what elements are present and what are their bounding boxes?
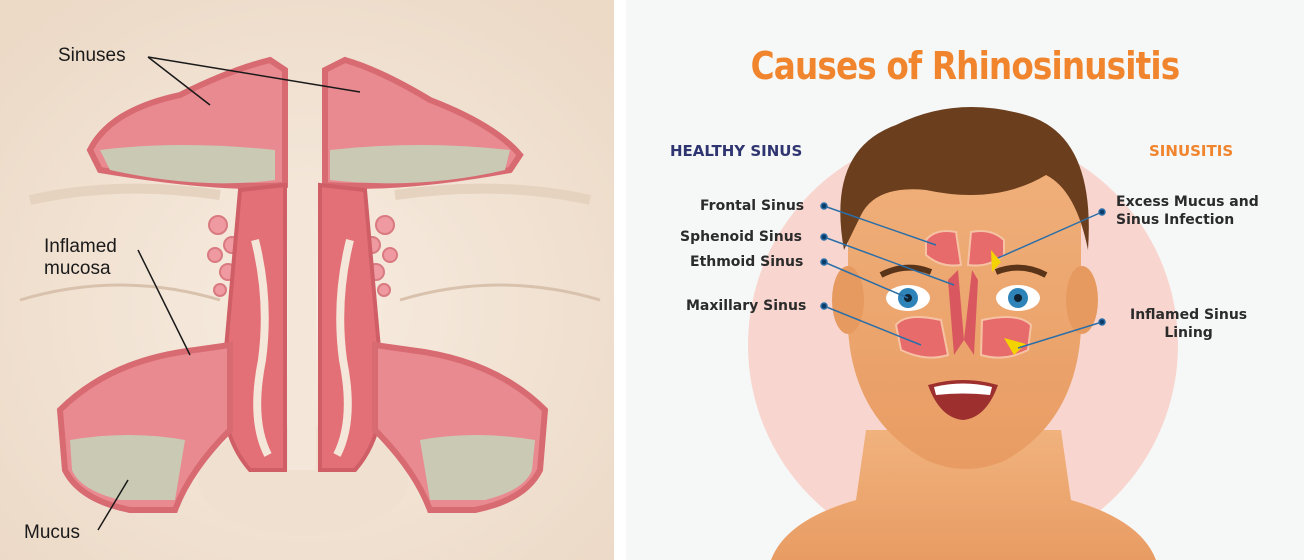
label-inflamed-sinus-lining: Inflamed Sinus Lining — [1130, 306, 1247, 342]
sinus-anatomy-illustration: Sinuses Inflamed mucosa Mucus — [0, 0, 614, 560]
label-ethmoid-sinus: Ethmoid Sinus — [690, 253, 803, 271]
nasal-cavity — [223, 185, 382, 470]
label-sphenoid-sinus: Sphenoid Sinus — [680, 228, 802, 246]
label-sinuses: Sinuses — [58, 45, 126, 67]
label-excess-mucus: Excess Mucus and Sinus Infection — [1116, 193, 1259, 229]
heading-healthy-sinus: HEALTHY SINUS — [670, 142, 802, 160]
label-maxillary-sinus: Maxillary Sinus — [686, 297, 806, 315]
sinus-anatomy-drawing — [0, 0, 614, 560]
rhinosinusitis-infographic: Causes of Rhinosinusitis HEALTHY SINUS S… — [626, 0, 1304, 560]
heading-sinusitis: SINUSITIS — [1149, 142, 1233, 160]
label-inflamed-mucosa: Inflamed mucosa — [44, 236, 117, 280]
infographic-title: Causes of Rhinosinusitis — [673, 44, 1256, 88]
label-frontal-sinus: Frontal Sinus — [700, 197, 804, 215]
label-mucus: Mucus — [24, 522, 80, 544]
